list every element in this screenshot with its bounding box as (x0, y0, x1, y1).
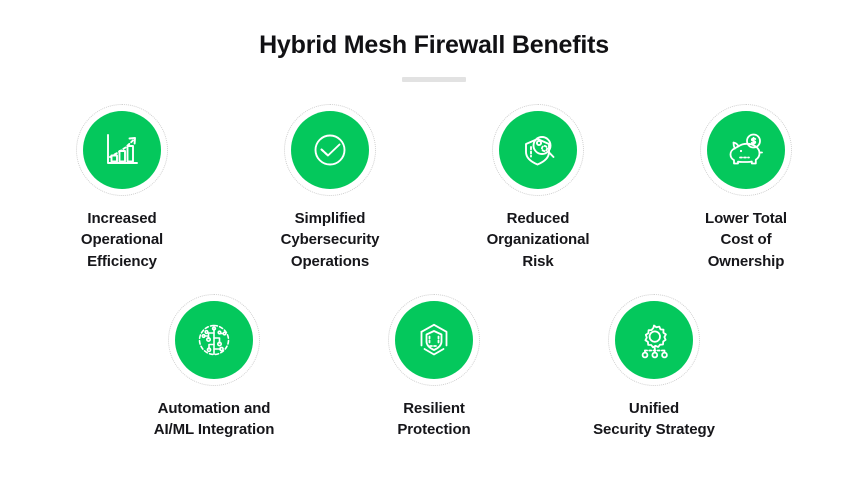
gear-nodes-icon (632, 318, 676, 362)
piggy-bank-icon (724, 128, 768, 172)
icon-circle (707, 111, 785, 189)
hexagon-shield-icon (412, 318, 456, 362)
benefit-label: Reduced Organizational Risk (486, 210, 590, 270)
benefit-item-unified-security-strategy[interactable]: Unified Security Strategy (579, 293, 729, 441)
icon-ring (388, 293, 480, 386)
icon-circle (175, 300, 253, 379)
benefit-item-increased-operational-efficiency[interactable]: Increased Operational Efficiency (47, 104, 197, 272)
icon-ring (700, 104, 792, 196)
icon-ring (492, 104, 584, 196)
benefit-row-bottom: Automation and AI/ML Integration (0, 293, 868, 441)
icon-circle (83, 111, 161, 189)
bar-chart-growth-icon (100, 128, 144, 172)
benefit-item-simplified-cybersecurity-operations[interactable]: Simplified Cybersecurity Operations (255, 104, 405, 272)
benefit-item-resilient-protection[interactable]: Resilient Protection (359, 293, 509, 441)
benefit-item-automation-and-ai-ml-integration[interactable]: Automation and AI/ML Integration (139, 293, 289, 441)
benefit-item-lower-total-cost-of-ownership[interactable]: Lower Total Cost of Ownership (671, 104, 821, 272)
check-circle-icon (308, 128, 352, 172)
benefit-label: Simplified Cybersecurity Operations (280, 210, 380, 270)
icon-circle (499, 111, 577, 189)
icon-ring (608, 293, 700, 386)
icon-ring (76, 104, 168, 196)
benefit-label: Resilient Protection (397, 399, 471, 439)
benefit-item-reduced-organizational-risk[interactable]: Reduced Organizational Risk (463, 104, 613, 272)
icon-ring (168, 293, 260, 386)
ai-brain-circuit-icon (192, 318, 236, 362)
benefit-label: Automation and AI/ML Integration (153, 399, 275, 439)
icon-circle (395, 300, 473, 379)
benefit-label: Unified Security Strategy (593, 399, 715, 439)
title-divider (402, 77, 466, 82)
benefit-label: Increased Operational Efficiency (80, 210, 164, 270)
shield-magnifier-icon (516, 128, 560, 172)
header: Hybrid Mesh Firewall Benefits (0, 0, 868, 82)
icon-circle (615, 300, 693, 379)
icon-ring (284, 104, 376, 196)
icon-circle (291, 111, 369, 189)
benefit-label: Lower Total Cost of Ownership (705, 210, 787, 270)
benefit-row-top: Increased Operational Efficiency Simplif… (0, 104, 868, 272)
page-title: Hybrid Mesh Firewall Benefits (259, 31, 609, 59)
